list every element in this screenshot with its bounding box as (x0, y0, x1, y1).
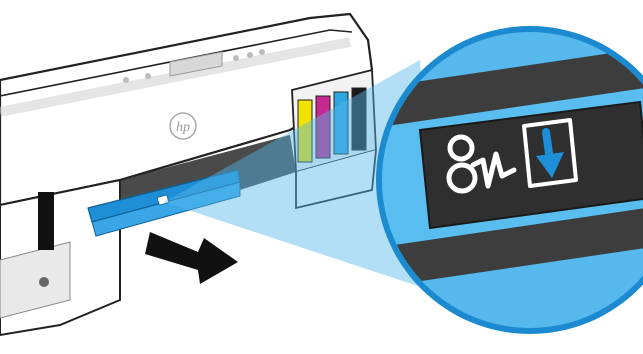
pull-direction-arrow (145, 232, 238, 284)
power-button (39, 277, 49, 287)
paper-slot (38, 192, 54, 250)
down-arrow-icon (524, 120, 576, 186)
callout-magnifier (360, 20, 643, 340)
svg-text:hp: hp (176, 120, 190, 135)
